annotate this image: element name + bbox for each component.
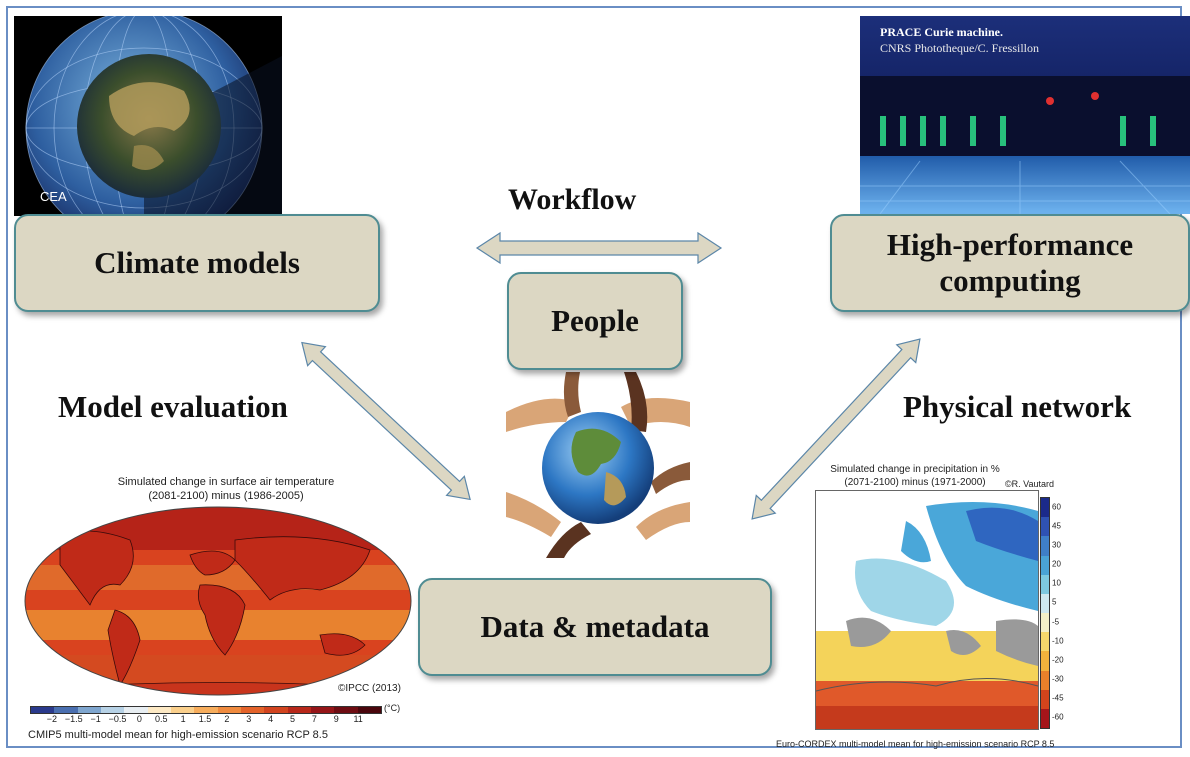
temp-colorbar-tick: 4 <box>268 714 274 724</box>
model-evaluation-label: Model evaluation <box>58 389 288 424</box>
temperature-change-map: ©IPCC (2013) <box>20 505 415 705</box>
temp-colorbar-segment <box>31 707 55 713</box>
precip-colorbar-tick: -20 <box>1052 655 1064 665</box>
precip-colorbar-tick: -5 <box>1052 617 1060 627</box>
precip-colorbar-tick: -45 <box>1052 693 1064 703</box>
people-box: People <box>507 272 683 370</box>
precip-colorbar-tick: -60 <box>1052 712 1064 722</box>
climate-models-box: Climate models <box>14 214 380 312</box>
temp-colorbar-unit: (°C) <box>384 703 401 713</box>
temp-colorbar-segment <box>310 707 335 713</box>
hpc-machine-image: PRACE Curie machine. CNRS Phototheque/C.… <box>860 16 1190 214</box>
precip-map-caption: Euro-CORDEX multi-model mean for high-em… <box>776 739 1055 749</box>
globe-credit: CEA <box>40 189 67 204</box>
precip-colorbar-segment <box>1041 670 1049 690</box>
hpc-label-line-1: High-performance <box>886 227 1134 263</box>
temp-colorbar-segment <box>264 707 288 713</box>
physical-network-label: Physical network <box>903 389 1132 424</box>
temp-colorbar-tick: 11 <box>353 714 363 724</box>
temp-colorbar-tick: 3 <box>246 714 252 724</box>
temp-colorbar-tick: −2 <box>46 714 58 724</box>
precipitation-change-map <box>815 490 1039 730</box>
precip-colorbar-segment <box>1041 632 1049 652</box>
precip-colorbar-segment <box>1041 613 1049 633</box>
temp-colorbar-segment <box>54 707 78 713</box>
precip-colorbar-tick: -10 <box>1052 636 1064 646</box>
temp-colorbar-segment <box>194 707 218 713</box>
temp-map-title-1: Simulated change in surface air temperat… <box>117 476 335 488</box>
hpc-box: High-performance computing <box>830 214 1190 312</box>
precip-colorbar-tick: 30 <box>1052 540 1061 550</box>
temp-colorbar <box>30 706 382 714</box>
precip-colorbar-tick: 20 <box>1052 559 1061 569</box>
precip-colorbar-segment <box>1041 593 1049 614</box>
precip-map-credit: ©R. Vautard <box>1005 479 1054 489</box>
precip-colorbar-segment <box>1041 498 1049 518</box>
hpc-credit-line-2: CNRS Phototheque/C. Fressillon <box>880 41 1040 55</box>
precip-colorbar-tick: 10 <box>1052 578 1061 588</box>
temp-colorbar-segment <box>217 707 241 713</box>
temp-colorbar-segment <box>240 707 265 713</box>
temp-colorbar-segment <box>100 707 125 713</box>
climate-model-globe-image: CEA <box>14 16 282 216</box>
temp-colorbar-segment <box>170 707 195 713</box>
temp-map-title-2: (2081-2100) minus (1986-2005) <box>148 490 304 502</box>
temp-map-credit: ©IPCC (2013) <box>338 683 401 694</box>
temp-colorbar-segment <box>77 707 101 713</box>
temp-colorbar-tick: 0 <box>136 714 142 724</box>
temp-colorbar-tick: 0.5 <box>154 714 168 724</box>
precip-colorbar-tick: 5 <box>1052 597 1057 607</box>
precip-colorbar-ticks: 60 45 30 20 10 5 -5 -10 -20 -30 -45 -60 <box>1052 497 1082 727</box>
temp-colorbar-tick: 2 <box>224 714 230 724</box>
precip-colorbar-tick: 45 <box>1052 521 1061 531</box>
temp-colorbar-tick: −1.5 <box>64 714 83 724</box>
temp-colorbar-segment <box>147 707 171 713</box>
hpc-label-line-2: computing <box>939 263 1081 298</box>
data-metadata-label: Data & metadata <box>480 609 710 644</box>
slide-frame <box>6 6 1182 748</box>
temp-colorbar-tick: −1 <box>90 714 101 724</box>
precip-colorbar-segment <box>1041 574 1049 594</box>
precip-colorbar-segment <box>1041 651 1049 671</box>
precip-map-title-1: Simulated change in precipitation in % <box>830 464 1000 475</box>
temp-map-caption: CMIP5 multi-model mean for high-emission… <box>28 729 328 741</box>
people-hands-globe-image <box>506 372 690 558</box>
precip-colorbar-segment <box>1041 517 1049 537</box>
temp-colorbar-tick: 9 <box>333 714 339 724</box>
precip-map-title-2: (2071-2100) minus (1971-2000) <box>844 477 986 488</box>
precip-colorbar-segment <box>1041 536 1049 556</box>
temp-colorbar-tick: 1.5 <box>198 714 212 724</box>
people-label: People <box>551 303 639 338</box>
temp-colorbar-segment <box>287 707 311 713</box>
precip-colorbar-segment <box>1041 555 1049 575</box>
temp-colorbar-segment <box>357 707 381 713</box>
temp-colorbar-ticks: −2 −1.5 −1 −0.5 0 0.5 1 1.5 2 3 4 5 7 9 11 <box>30 714 380 726</box>
workflow-label: Workflow <box>508 183 637 216</box>
precip-colorbar-segment <box>1041 708 1049 729</box>
precip-colorbar <box>1040 497 1050 729</box>
temp-colorbar-tick: 5 <box>289 714 296 724</box>
temp-colorbar-segment <box>334 707 358 713</box>
climate-models-label: Climate models <box>94 245 300 280</box>
temp-colorbar-tick: 1 <box>180 714 186 724</box>
precip-colorbar-tick: 60 <box>1052 502 1061 512</box>
temp-colorbar-tick: 7 <box>311 714 317 724</box>
temp-colorbar-segment <box>124 707 148 713</box>
precip-colorbar-segment <box>1041 689 1049 709</box>
temp-colorbar-tick: −0.5 <box>108 714 127 724</box>
data-metadata-box: Data & metadata <box>418 578 772 676</box>
precip-colorbar-tick: -30 <box>1052 674 1064 684</box>
hpc-credit-line-1: PRACE Curie machine. <box>880 25 1003 39</box>
